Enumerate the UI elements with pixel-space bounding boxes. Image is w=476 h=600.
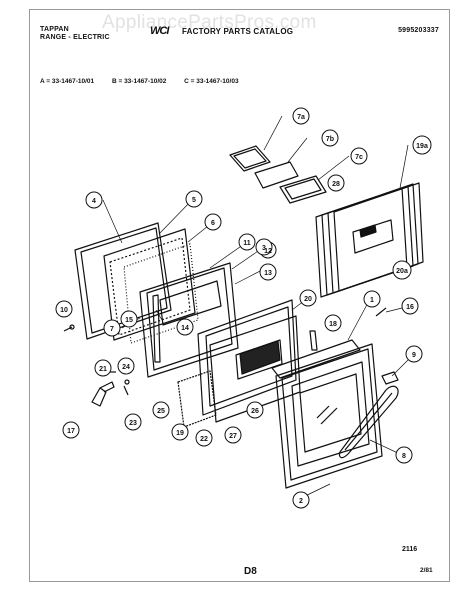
- part-20-outer-panel: [197, 299, 297, 416]
- part-15-door-hinge: [152, 294, 161, 363]
- callout-25: 25: [157, 408, 165, 415]
- callout-7b: 7b: [326, 136, 334, 143]
- callout-5: 5: [192, 197, 196, 204]
- part-7c-window-frame: [279, 175, 327, 204]
- callout-11: 11: [243, 240, 251, 247]
- callout-21: 21: [99, 366, 107, 373]
- page-label: D8: [244, 566, 257, 577]
- part-17-hinge: [91, 381, 115, 407]
- part-19a-panel-assembly: [315, 182, 424, 298]
- callout-19: 19: [176, 430, 184, 437]
- callout-27: 27: [229, 433, 237, 440]
- model-a: A = 33-1467-10/01: [40, 78, 95, 85]
- callout-12: 12: [264, 248, 272, 255]
- callout-14: 14: [181, 325, 189, 332]
- model-list: A = 33-1467-10/01 B = 33-1467-10/02 C = …: [40, 78, 255, 85]
- catalog-title: FACTORY PARTS CATALOG: [182, 27, 294, 36]
- callout-18: 18: [329, 321, 337, 328]
- callout-22: 22: [200, 436, 208, 443]
- callout-20a: 20a: [396, 268, 408, 275]
- callout-24: 24: [122, 364, 130, 371]
- callout-labels: 4 5 6 11 12 3 13 20 1 16 9 8 2 10 7 15 1…: [60, 114, 428, 505]
- callout-6: 6: [211, 220, 215, 227]
- part-5-insulation: [103, 228, 196, 341]
- model-b: B = 33-1467-10/02: [111, 78, 167, 85]
- diagram-reference-number: 2116: [402, 546, 418, 553]
- callout-7: 7: [110, 326, 114, 333]
- callout-16: 16: [406, 304, 414, 311]
- callout-26: 26: [251, 408, 259, 415]
- callout-3: 3: [262, 245, 266, 252]
- callout-2: 2: [299, 498, 303, 505]
- part-26-window-glass: [235, 339, 283, 380]
- part-19-insulation: [177, 370, 217, 428]
- callout-7a: 7a: [297, 114, 305, 121]
- part-18-bracket: [309, 330, 318, 351]
- part-8-door-handle: [338, 385, 399, 459]
- callout-15: 15: [125, 317, 133, 324]
- part-22-door-panel: [209, 315, 301, 423]
- brand-name: TAPPAN: [40, 26, 69, 33]
- callout-17: 17: [67, 428, 75, 435]
- product-type: RANGE - ELECTRIC: [40, 34, 110, 41]
- part-16-screw: [375, 307, 387, 317]
- part-24-washer: [124, 379, 130, 385]
- part-7a-window-frame: [229, 145, 271, 172]
- part-13-door-frame: [139, 262, 239, 378]
- callout-28: 28: [332, 181, 340, 188]
- part-10-leader: [63, 326, 73, 332]
- part-9-handle-cap: [381, 371, 399, 385]
- callout-13: 13: [264, 270, 272, 277]
- callout-19a: 19a: [416, 143, 428, 150]
- callout-1: 1: [370, 297, 374, 304]
- callout-leaders: [102, 115, 415, 499]
- part-23-screw: [123, 385, 129, 396]
- callout-bubbles: [55, 107, 432, 509]
- part-10-screw: [69, 324, 75, 330]
- callout-23: 23: [129, 420, 137, 427]
- wci-logo: WCI: [150, 25, 169, 37]
- parts-catalog-sheet: AppliancePartsPros.com TAPPAN RANGE - EL…: [29, 9, 450, 582]
- exploded-door-diagram: 4 5 6 11 12 3 13 20 1 16 9 8 2 10 7 15 1…: [55, 107, 432, 509]
- callout-10: 10: [60, 307, 68, 314]
- brand-label: TAPPAN RANGE - ELECTRIC: [40, 26, 110, 42]
- catalog-part-number: 5995203337: [398, 27, 439, 34]
- callout-20: 20: [304, 296, 312, 303]
- model-c: C = 33-1467-10/03: [184, 78, 239, 85]
- part-4-door-liner: [74, 222, 172, 340]
- part-1-outer-door: [271, 339, 383, 489]
- callout-7c: 7c: [355, 154, 363, 161]
- callout-4: 4: [92, 198, 96, 205]
- revision-date: 2/81: [420, 567, 433, 574]
- watermark: AppliancePartsPros.com: [102, 12, 317, 33]
- callout-9: 9: [412, 352, 416, 359]
- part-7b-glass: [254, 161, 299, 189]
- callout-8: 8: [402, 453, 406, 460]
